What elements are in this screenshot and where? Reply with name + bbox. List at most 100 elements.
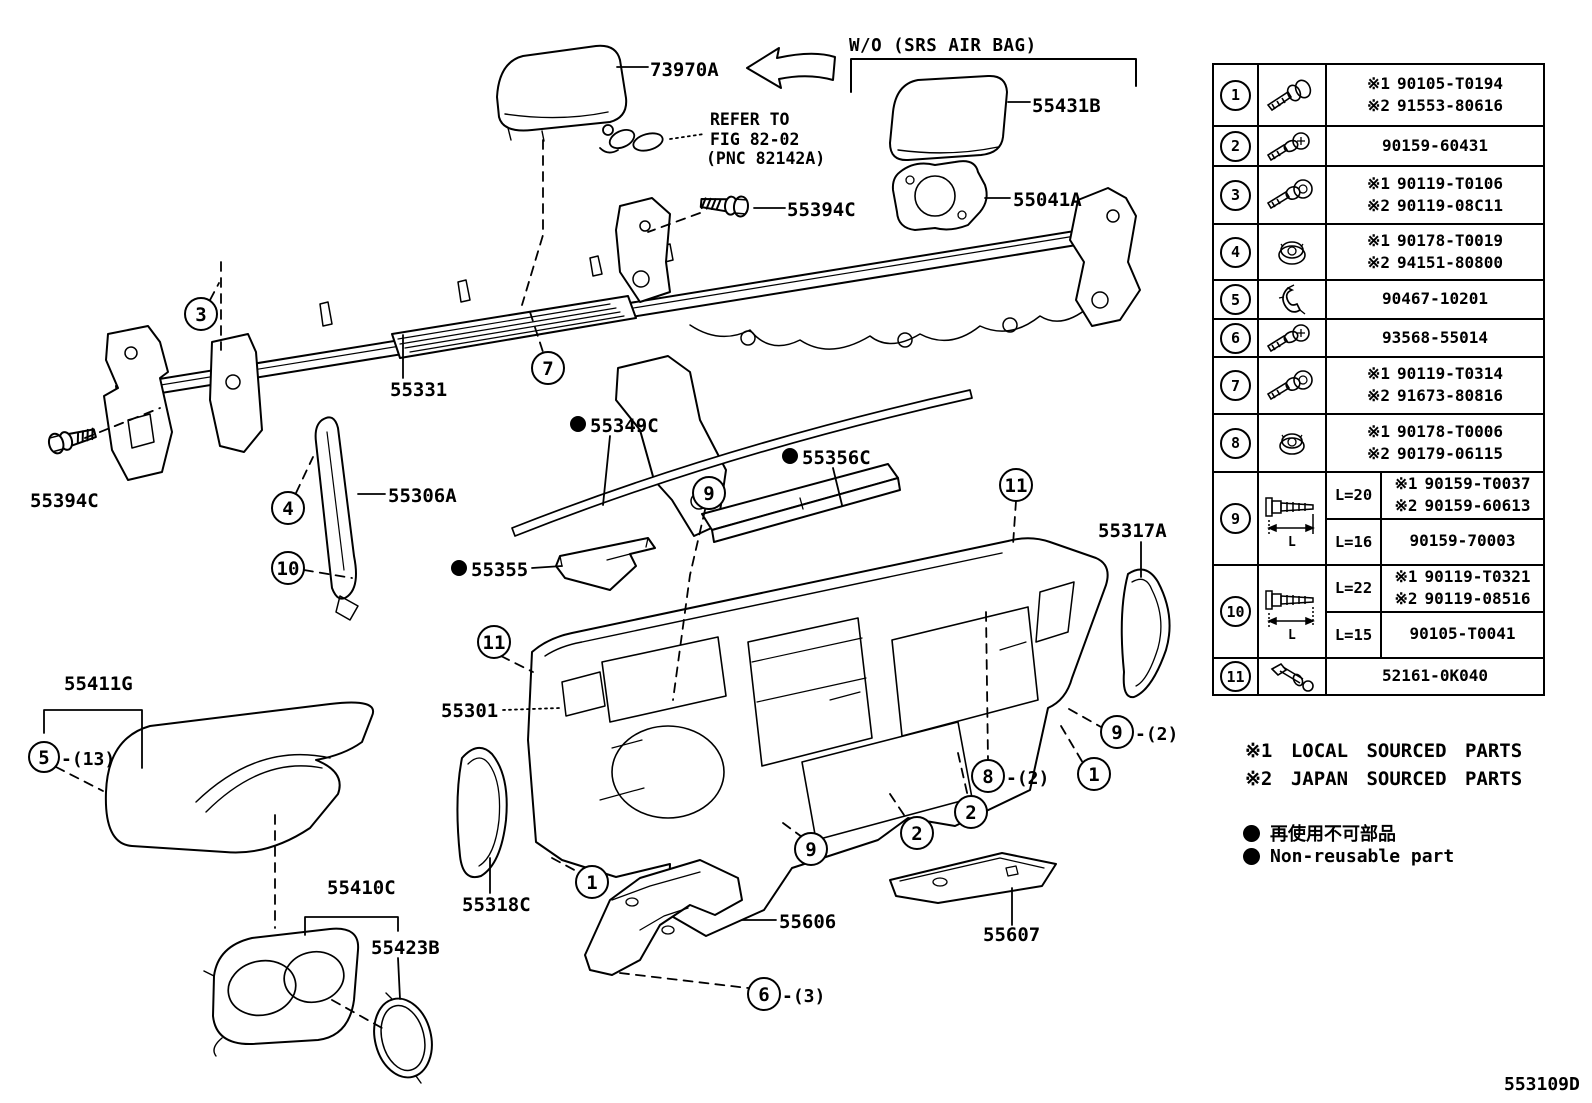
part-number: 90119-T0106 [1397, 173, 1503, 193]
part-number: 52161-0K040 [1382, 666, 1488, 686]
non-reusable-dot-55349C [570, 416, 586, 432]
upper-pad-55411G [104, 701, 375, 854]
ring-55423B [373, 992, 433, 1084]
table-subrow: L=16 90159-70003 [1327, 517, 1543, 564]
legend-japan-sourced: ※2 JAPAN SOURCED PARTS [1245, 768, 1522, 790]
cover-55607 [889, 852, 1057, 904]
dimension-label: L [1288, 535, 1296, 548]
callout-11-right: 11 [999, 468, 1033, 502]
row-number: 6 [1230, 329, 1241, 347]
row-number: 7 [1230, 376, 1241, 395]
source-mark: ※1 [1366, 364, 1391, 384]
row-number-badge: 8 [1220, 427, 1251, 459]
callout-2-left: 2 [900, 816, 934, 850]
label-55331: 55331 [390, 379, 447, 401]
label-73970A: 73970A [650, 59, 719, 81]
part-number: 90159-60431 [1382, 135, 1488, 155]
callout-9-right-suffix: -(2) [1135, 724, 1178, 745]
part-number: 90178-T0019 [1397, 230, 1503, 250]
garnish-strip-55349C [511, 389, 973, 537]
row-number-badge: 4 [1220, 236, 1251, 268]
label-55607: 55607 [983, 924, 1040, 946]
part-number: 90119-08516 [1424, 588, 1531, 608]
row-number: 5 [1230, 290, 1241, 309]
flange-bolt-icon [1266, 179, 1313, 210]
row-number: 8 [1230, 434, 1241, 452]
part-number: 90159-60613 [1424, 495, 1531, 515]
row-number-badge: 7 [1220, 370, 1251, 401]
callouts: 3 7 4 10 9 11 11 5-(13) 1 6-(3) 9 2 2 8-… [28, 297, 1178, 1011]
callout-11-right-num: 11 [1005, 475, 1028, 497]
callout-9-bottom: 9 [794, 832, 828, 866]
row-number: 11 [1226, 667, 1245, 686]
callout-5-suffix: -(13) [61, 749, 115, 770]
callout-9-right-num: 9 [1111, 722, 1122, 744]
bolt-length-icon: L [1265, 589, 1315, 641]
row-number-badge: 1 [1220, 79, 1251, 111]
length-value: L=22 [1334, 579, 1373, 598]
callout-2-left-num: 2 [911, 823, 922, 845]
label-refer-line3: (PNC 82142A) [706, 149, 825, 168]
part-number: 90159-70003 [1409, 531, 1516, 551]
table-row: 2 90159-60431 [1214, 125, 1543, 165]
bolt-55394C-top [699, 192, 750, 219]
direction-arrow-icon [746, 47, 836, 89]
part-number: 91673-80816 [1397, 386, 1503, 405]
source-mark: ※2 [1366, 95, 1391, 115]
callout-1-left: 1 [575, 865, 609, 899]
duct-55355 [555, 537, 656, 591]
side-panel-55318C [456, 747, 508, 878]
callout-6-suffix: -(3) [782, 986, 825, 1007]
black-dot-icon [1243, 824, 1260, 842]
callout-1-left-num: 1 [586, 872, 597, 894]
bolt-55394C-left [45, 422, 99, 457]
label-55317A: 55317A [1098, 520, 1167, 542]
washer-screw-icon [1266, 132, 1310, 162]
part-number: 91553-80616 [1397, 95, 1503, 115]
source-mark: ※2 [1366, 252, 1391, 272]
callout-7-num: 7 [542, 358, 553, 380]
part-number: 94151-80800 [1397, 252, 1503, 272]
part-number: 90105-T0194 [1397, 73, 1503, 93]
callout-3-num: 3 [195, 304, 206, 326]
wire-harness [599, 124, 664, 154]
label-55306A: 55306A [388, 485, 457, 507]
table-row: 5 90467-10201 [1214, 279, 1543, 318]
row-number-badge: 11 [1220, 661, 1251, 692]
side-panel-55317A [1120, 568, 1171, 699]
fastener-table: 1 ※1 90105-T0194 ※2 91553-80616 2 90159-60… [1212, 63, 1545, 696]
part-number: 90178-T0006 [1397, 421, 1503, 441]
source-mark: ※1 [1394, 566, 1418, 586]
legend-mark-1: ※1 [1245, 740, 1273, 762]
non-reusable-dots [451, 416, 798, 576]
legend-mark-2: ※2 [1245, 768, 1273, 790]
row-number-badge: 9 [1220, 503, 1251, 534]
row-number: 2 [1230, 137, 1241, 155]
part-number: 90119-T0321 [1424, 566, 1531, 586]
label-55355: 55355 [471, 559, 528, 581]
callout-2-right: 2 [954, 795, 988, 829]
source-mark: ※1 [1366, 230, 1391, 250]
callout-9-top: 9 [692, 476, 726, 510]
leader-lines [43, 66, 1142, 1000]
source-mark: ※2 [1366, 195, 1391, 215]
row-number-badge: 2 [1220, 130, 1251, 162]
callout-1-right: 1 [1077, 757, 1111, 791]
part-number: 90119-T0314 [1397, 364, 1503, 384]
length-value: L=16 [1334, 532, 1373, 551]
length-spec: L=15 [1327, 612, 1382, 657]
label-55423B: 55423B [371, 937, 440, 959]
non-reusable-dot-55355 [451, 560, 467, 576]
callout-8: 8-(2) [971, 759, 1049, 793]
panel-55431B [889, 74, 1008, 162]
legend-text-1: LOCAL SOURCED PARTS [1290, 740, 1523, 762]
length-spec: L=16 [1327, 519, 1382, 564]
label-wo-srs: W/O (SRS AIR BAG) [849, 36, 1037, 56]
flange-nut-icon [1278, 241, 1306, 265]
source-mark: ※2 [1366, 443, 1391, 463]
